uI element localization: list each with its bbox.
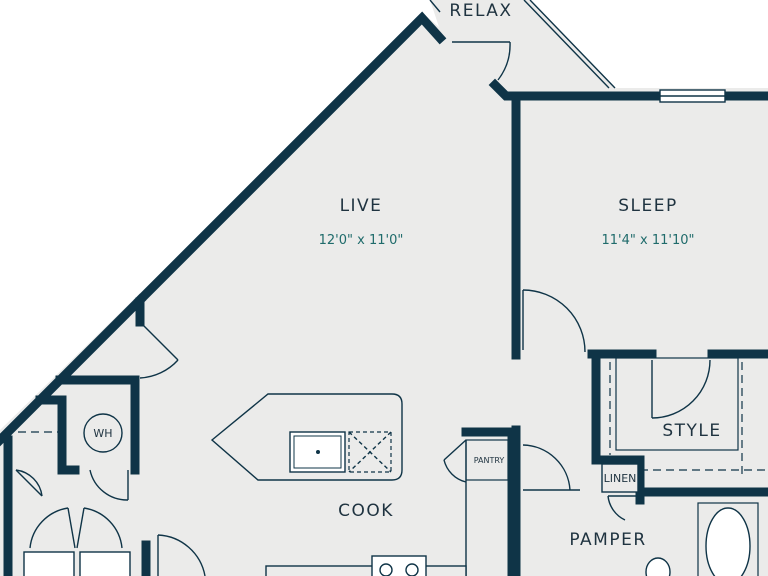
left-door-swing <box>15 469 43 497</box>
range <box>371 555 427 576</box>
sleep-label: SLEEP <box>618 196 678 216</box>
sink-basin-inner <box>293 435 342 469</box>
cook-label: COOK <box>338 501 394 521</box>
left-door-leaf <box>15 469 43 497</box>
laundry-door-leaf <box>67 507 76 549</box>
kitchen-counter <box>265 565 467 576</box>
laundry-door-swing <box>29 507 69 549</box>
balcony-rail-inner <box>523 0 610 89</box>
dishwasher-x2 <box>348 431 392 473</box>
linen-box <box>601 463 639 493</box>
wh-door-swing <box>89 469 129 501</box>
relax-label: RELAX <box>449 1 512 21</box>
entry-door-swing <box>157 534 206 576</box>
bath-door-swing <box>522 444 571 491</box>
pamper-label: PAMPER <box>569 530 646 550</box>
exterior-diagonal-wall <box>133 11 447 307</box>
wh-label: WH <box>93 427 112 440</box>
linen-door-swing <box>607 495 626 521</box>
closet-inner <box>615 357 739 451</box>
live-dimensions: 12'0" x 11'0" <box>319 233 404 248</box>
living-door-leaf <box>139 321 179 361</box>
sink-drain <box>316 450 320 454</box>
linen-label: LINEN <box>604 472 637 485</box>
pantry-box <box>465 439 509 481</box>
laundry-door-swing <box>83 507 123 549</box>
washer <box>23 551 75 576</box>
pantry-door-swing <box>443 459 467 483</box>
living-door-swing <box>139 359 179 379</box>
live-label: LIVE <box>340 196 383 216</box>
pantry-label: PANTRY <box>474 456 505 465</box>
closet-door-swing <box>651 359 711 419</box>
range-burner <box>379 563 393 576</box>
tub-surround <box>697 502 759 576</box>
bathtub <box>705 507 751 576</box>
balcony-door-swing <box>497 41 511 81</box>
exterior-diagonal-wall-bottom <box>0 293 147 447</box>
floor-area <box>0 15 768 576</box>
balcony-floor <box>430 0 615 88</box>
sleep-dimensions: 11'4" x 11'10" <box>602 233 695 248</box>
pantry-door-leaf <box>443 439 467 461</box>
dishwasher <box>348 431 392 473</box>
balcony-rail <box>529 0 616 89</box>
range-burner <box>405 563 419 576</box>
dryer <box>79 551 131 576</box>
balcony-rail-left <box>429 0 441 13</box>
water-heater <box>83 413 123 453</box>
wh-closet-left <box>57 395 80 475</box>
style-label: STYLE <box>662 421 721 441</box>
linen-walls <box>591 445 645 505</box>
toilet <box>645 557 671 576</box>
laundry-door-leaf <box>76 507 85 549</box>
bedroom-door-swing <box>522 289 586 353</box>
